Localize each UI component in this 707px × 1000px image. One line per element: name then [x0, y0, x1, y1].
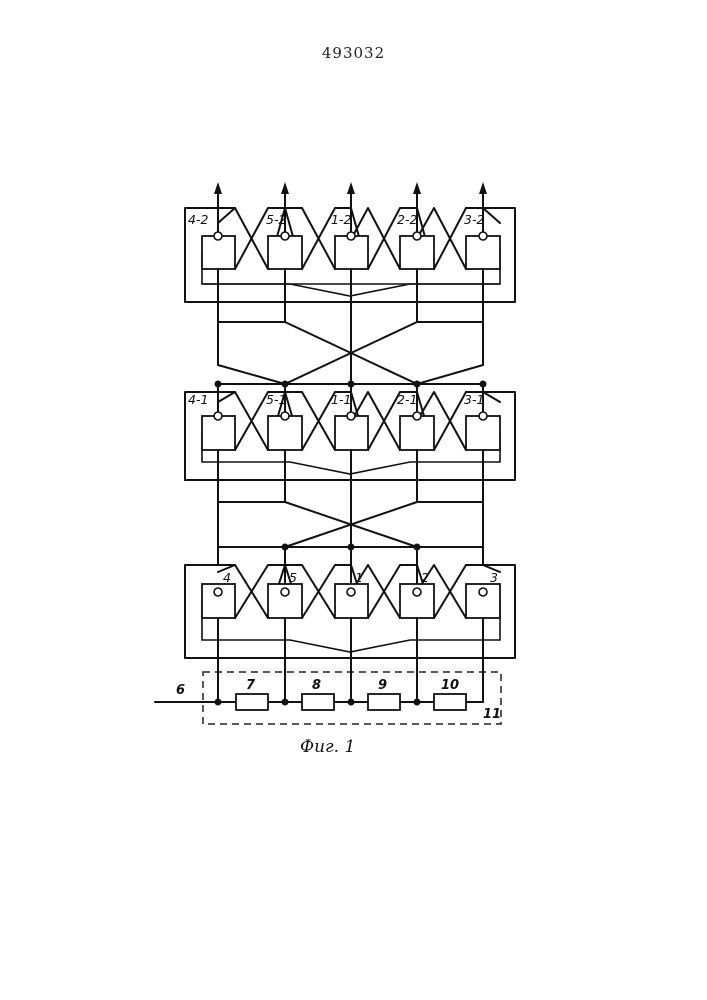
- resistor-7: [236, 694, 268, 710]
- figure-caption: Фиг. 1: [300, 737, 355, 757]
- label-resistor-7: 7: [246, 678, 256, 693]
- label-cell-2-2: 2-2: [397, 212, 417, 227]
- label-resistor-8: 8: [312, 678, 321, 693]
- label-divider-block: 11: [483, 707, 501, 722]
- cell-3-1: [466, 416, 500, 450]
- label-cell-4: 4: [223, 570, 231, 585]
- label-cell-4-2: 4-2: [188, 212, 208, 227]
- label-cell-3: 3: [490, 570, 498, 585]
- resistor-10: [434, 694, 466, 710]
- label-cell-5-1: 5-1: [266, 392, 286, 407]
- cell-2-1: [400, 416, 434, 450]
- resistor-9: [368, 694, 400, 710]
- cell-1-2: [335, 236, 368, 269]
- label-cell-1-1: 1-1: [331, 392, 351, 407]
- cell-4-1: [202, 416, 235, 450]
- label-cell-1: 1: [355, 570, 363, 585]
- label-input-terminal: 6: [176, 683, 185, 698]
- label-resistor-9: 9: [378, 678, 387, 693]
- resistor-8: [302, 694, 334, 710]
- cell-5-1: [268, 416, 302, 450]
- label-resistor-10: 10: [441, 678, 459, 693]
- cell-3-2: [466, 236, 500, 269]
- label-cell-2: 2: [421, 570, 429, 585]
- cell-5-2: [268, 236, 302, 269]
- cell-4-2: [202, 236, 235, 269]
- label-cell-5-2: 5-2: [266, 212, 286, 227]
- label-cell-2-1: 2-1: [397, 392, 417, 407]
- label-cell-1-2: 1-2: [331, 212, 351, 227]
- interstage-links-lower: [218, 450, 483, 584]
- label-cell-3-2: 3-2: [464, 212, 484, 227]
- cell-2-2: [400, 236, 434, 269]
- resistor-divider-block: 6 7 8 9 10 11: [155, 618, 501, 724]
- label-cell-3-1: 3-1: [464, 392, 484, 407]
- label-cell-4-1: 4-1: [188, 392, 208, 407]
- label-cell-5: 5: [289, 570, 297, 585]
- interstage-links-upper: [218, 269, 483, 384]
- cell-1-1: [335, 416, 368, 450]
